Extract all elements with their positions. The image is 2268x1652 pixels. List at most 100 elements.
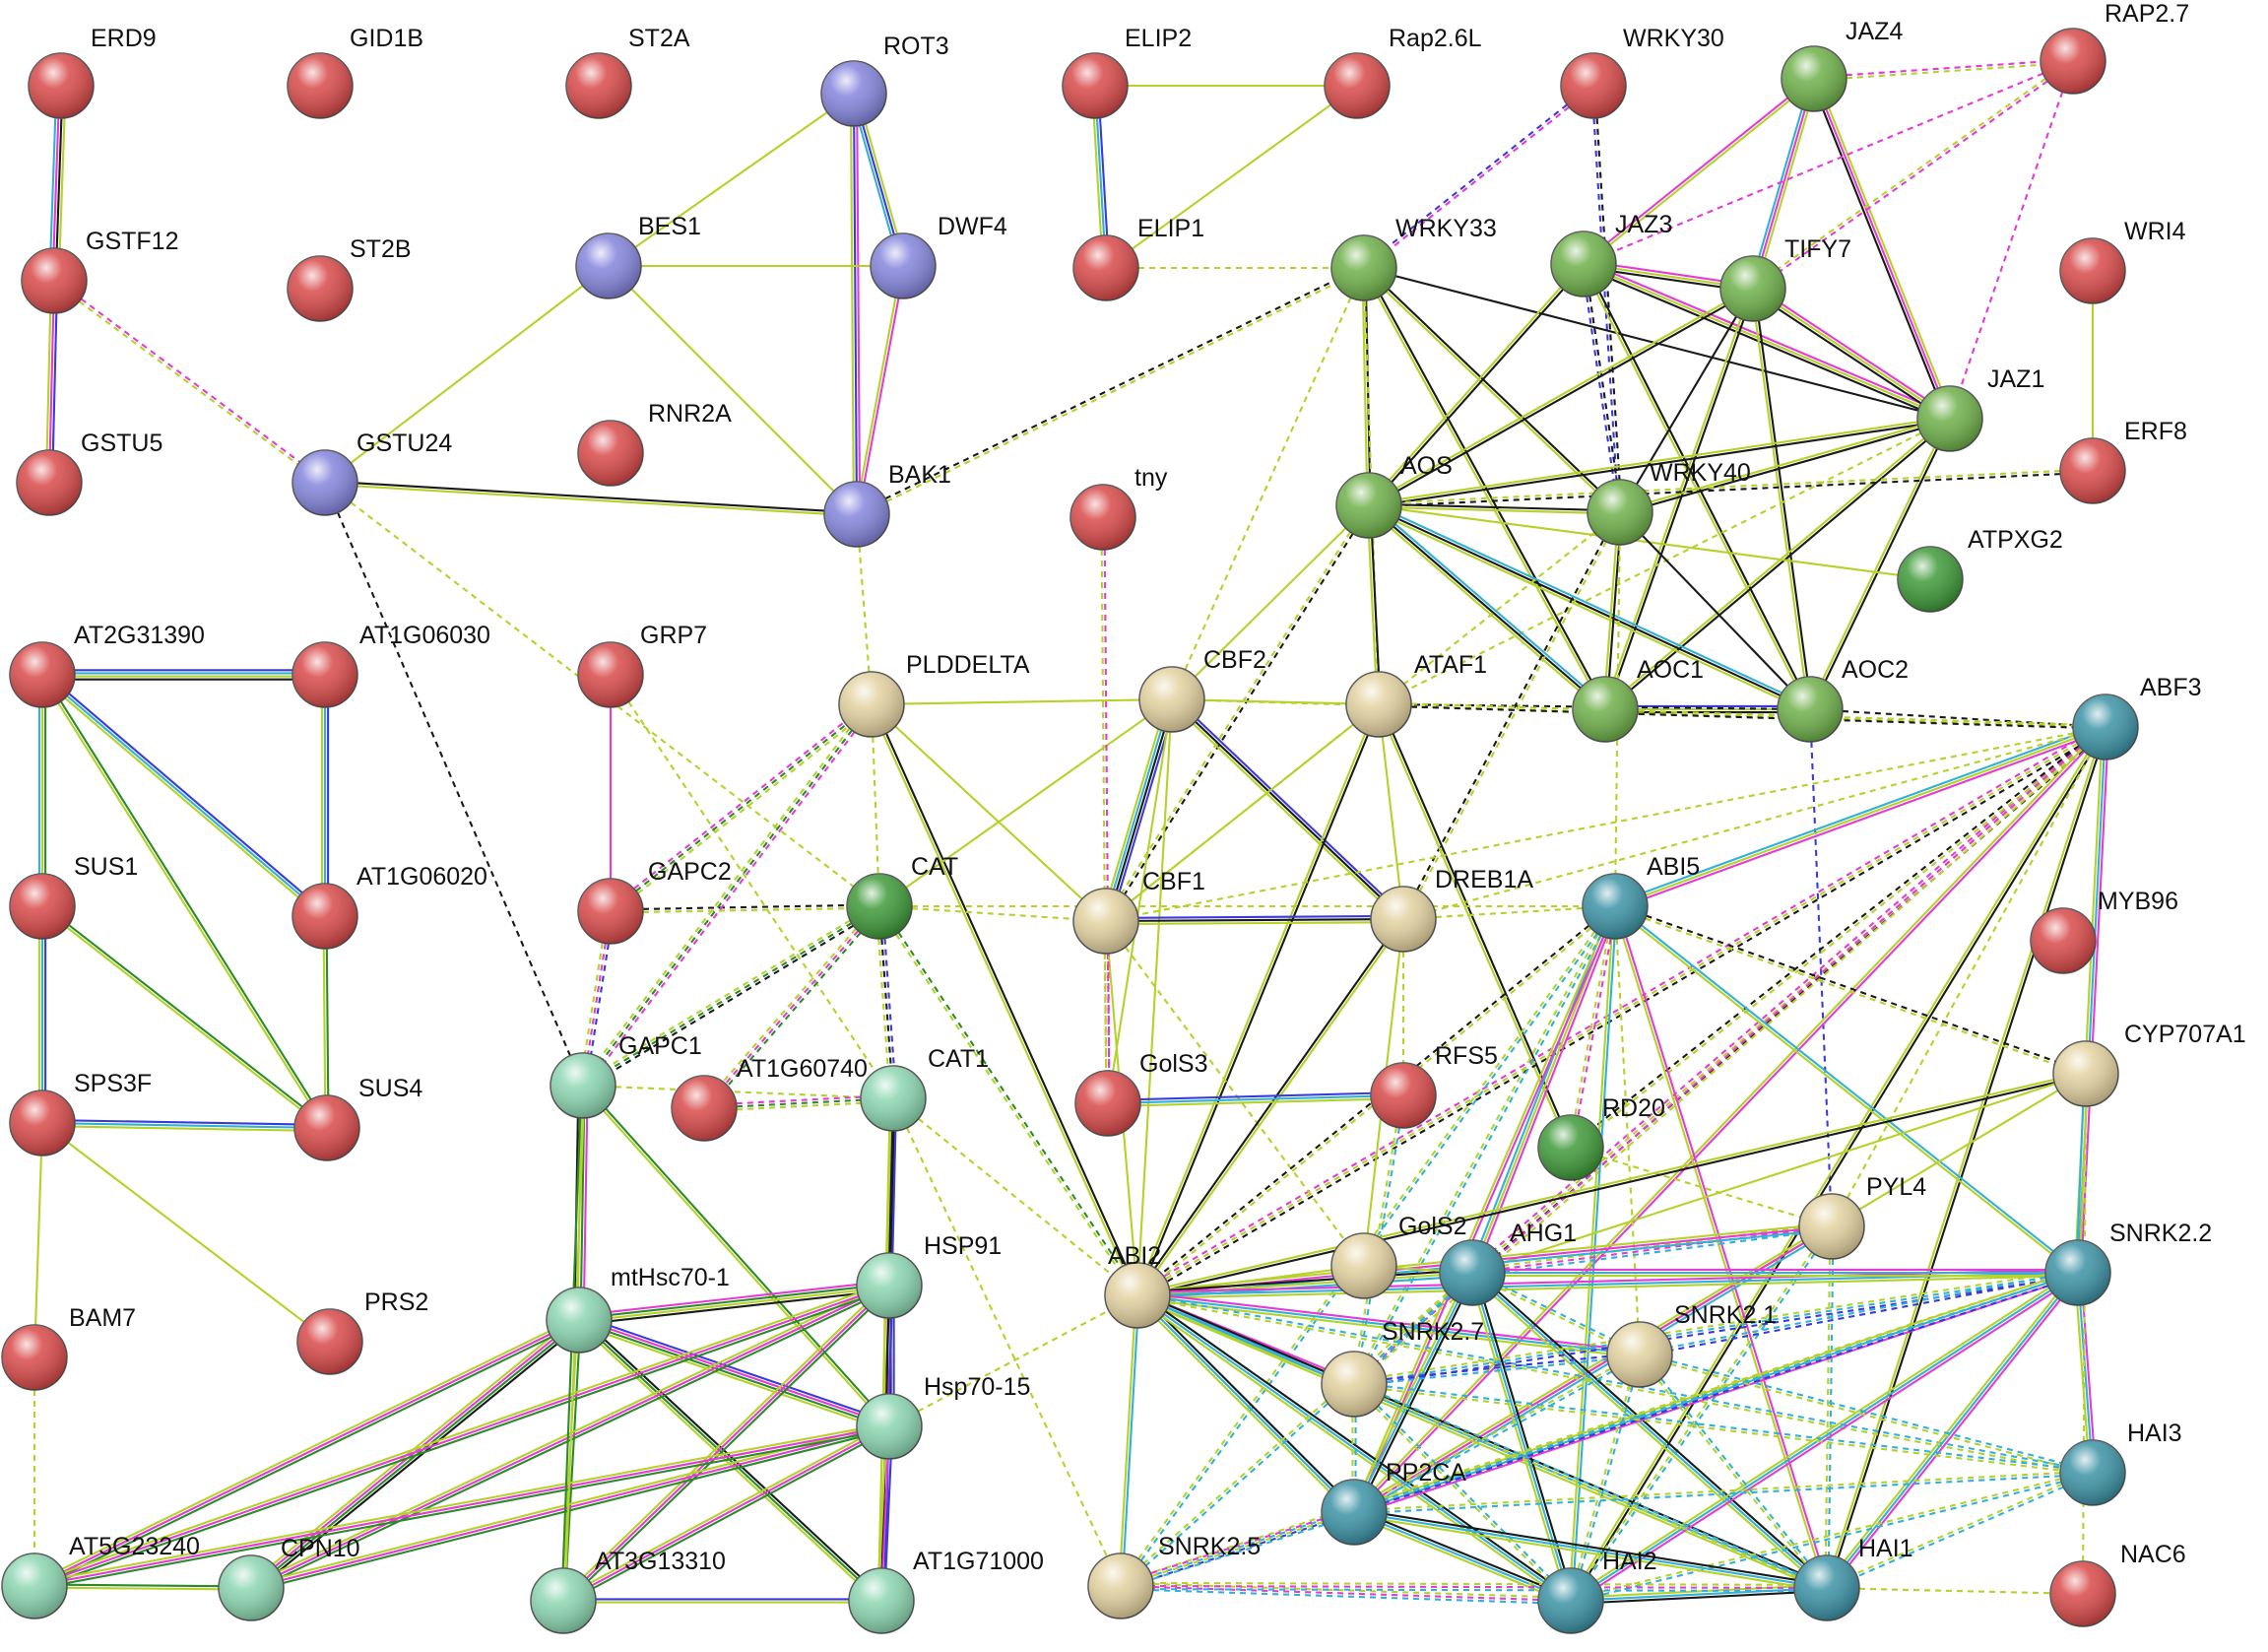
node-CAT1[interactable]: CAT1 xyxy=(860,1045,989,1132)
node-AOC2[interactable]: AOC2 xyxy=(1777,656,1909,743)
node-ATPXG2[interactable]: ATPXG2 xyxy=(1897,526,2063,613)
node-GSTU5[interactable]: GSTU5 xyxy=(16,430,162,516)
node-DWF4[interactable]: DWF4 xyxy=(870,213,1007,299)
node-ERF8[interactable]: ERF8 xyxy=(2059,418,2187,504)
edge-evidence-textmining xyxy=(1352,1384,1571,1603)
node-SNRK2.1[interactable]: SNRK2.1 xyxy=(1606,1301,1777,1388)
node-ERD9[interactable]: ERD9 xyxy=(28,25,157,119)
node-GAPC1[interactable]: GAPC1 xyxy=(550,1032,702,1119)
node-AT5G23240[interactable]: AT5G23240 xyxy=(1,1533,200,1619)
node-Hsp70-15[interactable]: Hsp70-15 xyxy=(856,1373,1030,1460)
node-PRS2[interactable]: PRS2 xyxy=(296,1289,428,1375)
node-RD20[interactable]: RD20 xyxy=(1537,1094,1665,1181)
edge-evidence-coexpression xyxy=(1134,917,1403,1295)
edge-evidence-textmining xyxy=(1352,1352,1640,1512)
node-TIFY7[interactable]: TIFY7 xyxy=(1719,235,1851,322)
node-WRKY33[interactable]: WRKY33 xyxy=(1330,215,1497,301)
node-AT1G06020[interactable]: AT1G06020 xyxy=(292,863,487,950)
node-NAC6[interactable]: NAC6 xyxy=(2049,1541,2186,1627)
edge-evidence-textmining xyxy=(1619,416,1950,512)
node-GRP7[interactable]: GRP7 xyxy=(577,622,707,708)
node-DREB1A[interactable]: DREB1A xyxy=(1370,866,1533,953)
node-MYB96[interactable]: MYB96 xyxy=(2030,888,2178,974)
node-PP2CA[interactable]: PP2CA xyxy=(1321,1459,1466,1546)
node-GolS3[interactable]: GolS3 xyxy=(1074,1050,1207,1137)
node-AT1G06030[interactable]: AT1G06030 xyxy=(292,622,490,708)
node-GAPC2[interactable]: GAPC2 xyxy=(577,858,732,945)
node-CAT[interactable]: CAT xyxy=(846,853,958,940)
node-RFS5[interactable]: RFS5 xyxy=(1370,1042,1498,1129)
node-WRKY40[interactable]: WRKY40 xyxy=(1587,459,1751,546)
edge-ATAF1-ABF3 xyxy=(1378,701,2106,730)
node-BAM7[interactable]: BAM7 xyxy=(1,1304,136,1391)
edge-TIFY7-AOS xyxy=(1367,286,1755,508)
edge-evidence-textmining xyxy=(1352,1513,1571,1605)
node-BES1[interactable]: BES1 xyxy=(575,213,701,299)
node-AT1G60740[interactable]: AT1G60740 xyxy=(671,1055,868,1142)
edge-evidence-textmining xyxy=(610,674,894,1099)
node-WRKY30[interactable]: WRKY30 xyxy=(1560,25,1724,119)
node-label: RD20 xyxy=(1602,1094,1665,1122)
node-ABI2[interactable]: ABI2 xyxy=(1104,1242,1171,1329)
node-ST2B[interactable]: ST2B xyxy=(287,235,412,322)
edge-evidence-textmining xyxy=(854,265,903,514)
node-GID1B[interactable]: GID1B xyxy=(287,25,423,119)
edge-JAZ1-AOC2 xyxy=(1807,417,1953,711)
edge-evidence-databases xyxy=(41,674,326,917)
node-AT2G31390[interactable]: AT2G31390 xyxy=(9,622,205,708)
node-highlight xyxy=(2045,1240,2110,1305)
node-ABF3[interactable]: ABF3 xyxy=(2072,674,2202,760)
node-SNRK2.7[interactable]: SNRK2.7 xyxy=(1321,1318,1484,1418)
edge-evidence-textmining xyxy=(582,1084,894,1100)
edge-AOC2-ATAF1 xyxy=(1378,702,1811,711)
node-SNRK2.2[interactable]: SNRK2.2 xyxy=(2044,1220,2212,1306)
node-HAI1[interactable]: HAI1 xyxy=(1793,1535,1913,1621)
node-ELIP1[interactable]: ELIP1 xyxy=(1072,215,1204,301)
node-SUS1[interactable]: SUS1 xyxy=(9,853,138,940)
node-highlight xyxy=(2031,908,2096,973)
node-CBF2[interactable]: CBF2 xyxy=(1138,646,1266,733)
node-RNR2A[interactable]: RNR2A xyxy=(577,400,732,487)
node-PLDDELTA[interactable]: PLDDELTA xyxy=(838,651,1030,738)
node-SPS3F[interactable]: SPS3F xyxy=(9,1070,152,1156)
node-ST2A[interactable]: ST2A xyxy=(565,25,690,119)
edge-evidence-experiments xyxy=(1119,1508,1354,1585)
node-SNRK2.5[interactable]: SNRK2.5 xyxy=(1087,1533,1261,1619)
node-AHG1[interactable]: AHG1 xyxy=(1439,1220,1577,1306)
node-PYL4[interactable]: PYL4 xyxy=(1798,1173,1926,1260)
node-HAI2[interactable]: HAI2 xyxy=(1537,1548,1657,1634)
node-BAK1[interactable]: BAK1 xyxy=(823,461,951,548)
node-ROT3[interactable]: ROT3 xyxy=(820,33,949,127)
node-JAZ4[interactable]: JAZ4 xyxy=(1781,18,1903,112)
node-CYP707A1[interactable]: CYP707A1 xyxy=(2052,1021,2246,1107)
node-JAZ1[interactable]: JAZ1 xyxy=(1916,365,2044,452)
edge-evidence-textmining xyxy=(1807,417,1950,709)
edge-evidence-textmining xyxy=(2081,1073,2088,1595)
node-label: SNRK2.1 xyxy=(1674,1301,1777,1329)
node-GolS2[interactable]: GolS2 xyxy=(1330,1213,1466,1299)
edge-evidence-textmining xyxy=(1814,61,2074,82)
edge-evidence-coexpression xyxy=(1106,699,1175,922)
node-tny[interactable]: tny xyxy=(1069,464,1168,551)
node-CPN10[interactable]: CPN10 xyxy=(218,1535,360,1621)
node-AOS[interactable]: AOS xyxy=(1335,452,1453,539)
node-ATAF1[interactable]: ATAF1 xyxy=(1345,651,1487,738)
node-GSTU24[interactable]: GSTU24 xyxy=(292,430,452,516)
node-JAZ3[interactable]: JAZ3 xyxy=(1550,211,1672,297)
node-AT3G13310[interactable]: AT3G13310 xyxy=(530,1548,726,1634)
node-ABI5[interactable]: ABI5 xyxy=(1582,853,1700,940)
node-CBF1[interactable]: CBF1 xyxy=(1072,868,1205,955)
node-Rap2.6L[interactable]: Rap2.6L xyxy=(1324,25,1482,119)
edge-evidence-textmining xyxy=(1119,1271,1472,1586)
node-AOC1[interactable]: AOC1 xyxy=(1572,656,1704,743)
node-HAI3[interactable]: HAI3 xyxy=(2059,1420,2182,1506)
node-GSTF12[interactable]: GSTF12 xyxy=(21,228,178,314)
node-WRI4[interactable]: WRI4 xyxy=(2059,218,2186,304)
node-SUS4[interactable]: SUS4 xyxy=(293,1075,422,1161)
node-RAP2.7[interactable]: RAP2.7 xyxy=(2040,0,2189,95)
node-HSP91[interactable]: HSP91 xyxy=(856,1232,1002,1319)
node-AT1G71000[interactable]: AT1G71000 xyxy=(848,1548,1044,1634)
node-label: Rap2.6L xyxy=(1389,25,1482,52)
node-ELIP2[interactable]: ELIP2 xyxy=(1062,25,1192,119)
node-mtHsc70-1[interactable]: mtHsc70-1 xyxy=(546,1264,730,1354)
